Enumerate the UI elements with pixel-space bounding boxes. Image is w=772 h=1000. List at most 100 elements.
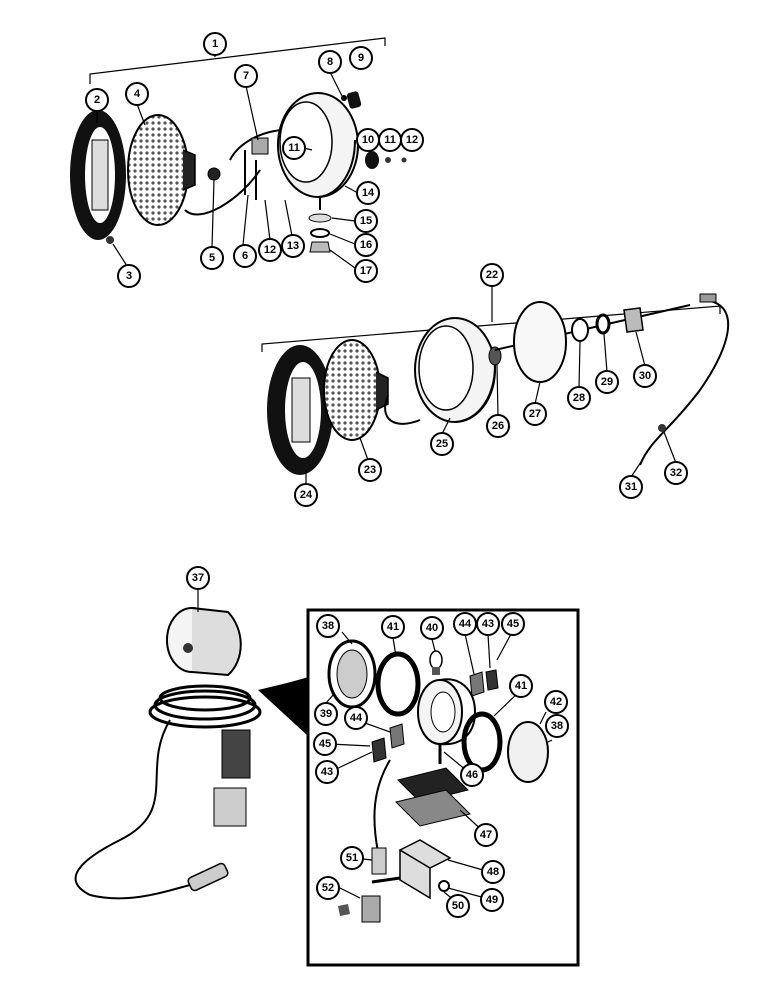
- callout-16-text: 16: [360, 239, 372, 251]
- callout-28: 28: [567, 386, 591, 410]
- callout-6: 6: [233, 244, 257, 268]
- callout-11b: 11: [378, 128, 402, 152]
- callout-32: 32: [664, 461, 688, 485]
- callout-7: 7: [234, 64, 258, 88]
- callout-50: 50: [446, 894, 470, 918]
- callout-30-text: 30: [639, 370, 651, 382]
- callout-11a-text: 11: [288, 142, 300, 154]
- callout-25-text: 25: [436, 438, 448, 450]
- callout-9-text: 9: [358, 52, 364, 64]
- callout-51-text: 51: [346, 852, 358, 864]
- callout-15-text: 15: [360, 215, 372, 227]
- callout-48-text: 48: [487, 866, 499, 878]
- callout-29: 29: [595, 370, 619, 394]
- callout-26: 26: [486, 414, 510, 438]
- callout-17-text: 17: [360, 265, 372, 277]
- callout-23-text: 23: [364, 464, 376, 476]
- callout-2: 2: [85, 88, 109, 112]
- callout-8-text: 8: [327, 56, 333, 68]
- callout-17: 17: [354, 259, 378, 283]
- callout-42-text: 42: [550, 696, 562, 708]
- callout-52-text: 52: [322, 882, 334, 894]
- callout-42: 42: [544, 690, 568, 714]
- callout-49: 49: [480, 888, 504, 912]
- callout-43b-text: 43: [321, 766, 333, 778]
- callout-9: 9: [349, 46, 373, 70]
- callout-13-text: 13: [287, 240, 299, 252]
- callout-23: 23: [358, 458, 382, 482]
- callout-29-text: 29: [601, 376, 613, 388]
- callout-4-text: 4: [134, 88, 141, 100]
- callout-44a-text: 44: [459, 618, 472, 630]
- callout-50-text: 50: [452, 900, 464, 912]
- callout-47: 47: [474, 823, 498, 847]
- exploded-view-box: [306, 608, 580, 967]
- callout-4: 4: [125, 82, 149, 106]
- callout-52: 52: [316, 876, 340, 900]
- callout-31: 31: [619, 475, 643, 499]
- callout-1-text: 1: [212, 38, 218, 50]
- callout-39-text: 39: [320, 708, 332, 720]
- callout-44b: 44: [344, 706, 368, 730]
- callout-49-text: 49: [486, 894, 498, 906]
- callout-30: 30: [633, 364, 657, 388]
- callout-25: 25: [430, 432, 454, 456]
- callout-43b: 43: [315, 760, 339, 784]
- callout-24: 24: [294, 483, 318, 507]
- callout-51: 51: [340, 846, 364, 870]
- callout-45b: 45: [313, 732, 337, 756]
- callout-22: 22: [480, 263, 504, 287]
- callout-11a: 11: [282, 136, 306, 160]
- callout-28-text: 28: [573, 392, 585, 404]
- callout-12a: 12: [400, 128, 424, 152]
- callout-5: 5: [200, 246, 224, 270]
- callout-40-text: 40: [426, 622, 438, 634]
- callout-10: 10: [356, 128, 380, 152]
- callout-46-text: 46: [466, 769, 478, 781]
- headlamp-assembly-22: [261, 285, 730, 485]
- callout-45b-text: 45: [319, 738, 331, 750]
- callout-24-text: 24: [300, 489, 313, 501]
- callout-1: 1: [203, 32, 227, 56]
- callout-38a-text: 38: [322, 620, 334, 632]
- callout-3-text: 3: [126, 270, 132, 282]
- callout-45a: 45: [501, 612, 525, 636]
- callout-40: 40: [420, 616, 444, 640]
- callout-41a: 41: [381, 615, 405, 639]
- callout-38b: 38: [545, 714, 569, 738]
- callout-48: 48: [481, 860, 505, 884]
- callout-15: 15: [354, 209, 378, 233]
- callout-31-text: 31: [625, 481, 637, 493]
- callout-13: 13: [281, 234, 305, 258]
- callout-26-text: 26: [492, 420, 504, 432]
- callout-3: 3: [117, 264, 141, 288]
- callout-22-text: 22: [486, 269, 498, 281]
- callout-27-text: 27: [529, 408, 541, 420]
- callout-39: 39: [314, 702, 338, 726]
- callout-38a: 38: [316, 614, 340, 638]
- headlamp-assembly-1: [70, 37, 407, 269]
- callout-37: 37: [186, 566, 210, 590]
- callout-32-text: 32: [670, 467, 682, 479]
- callout-14-text: 14: [362, 187, 375, 199]
- callout-10-text: 10: [362, 134, 374, 146]
- callout-43a: 43: [476, 612, 500, 636]
- callout-41b: 41: [509, 674, 533, 698]
- warning-lamp-assembly-37: [74, 588, 580, 967]
- callout-46: 46: [460, 763, 484, 787]
- callout-labels: 1 2 3 4 5 6 7 8 9 10 11 11 12 12 13 14 1…: [85, 32, 688, 918]
- callout-6-text: 6: [242, 250, 248, 262]
- callout-41b-text: 41: [515, 680, 527, 692]
- callout-12b-text: 12: [264, 244, 276, 256]
- callout-2-text: 2: [94, 94, 100, 106]
- callout-16: 16: [354, 233, 378, 257]
- callout-8: 8: [318, 50, 342, 74]
- callout-45a-text: 45: [507, 618, 519, 630]
- callout-12a-text: 12: [406, 134, 418, 146]
- callout-47-text: 47: [480, 829, 492, 841]
- callout-38b-text: 38: [551, 720, 563, 732]
- callout-37-text: 37: [192, 572, 204, 584]
- callout-41a-text: 41: [387, 621, 399, 633]
- callout-44a: 44: [453, 612, 477, 636]
